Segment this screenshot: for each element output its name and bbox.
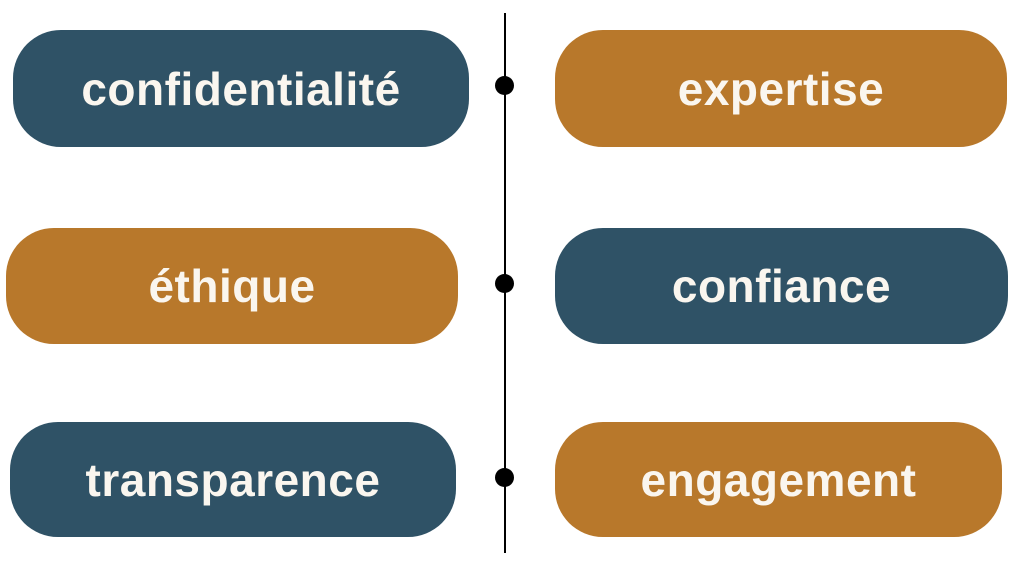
pill-transparence: transparence: [10, 422, 456, 537]
pill-label-transparence: transparence: [85, 453, 381, 506]
pill-label-confidentialite: confidentialité: [81, 62, 401, 115]
pill-confidentialite: confidentialité: [13, 30, 469, 147]
pill-ethique: éthique: [6, 228, 458, 344]
connector-dot-middle: [495, 274, 514, 293]
connector-dot-bottom: [495, 468, 514, 487]
pill-label-confiance: confiance: [671, 260, 892, 312]
pill-engagement: engagement: [555, 422, 1002, 537]
pill-label-expertise: expertise: [677, 62, 885, 115]
pill-expertise: expertise: [555, 30, 1007, 147]
pill-label-engagement: engagement: [640, 453, 917, 506]
connector-dot-top: [495, 76, 514, 95]
pill-confiance: confiance: [555, 228, 1008, 344]
pill-label-ethique: éthique: [148, 260, 316, 312]
